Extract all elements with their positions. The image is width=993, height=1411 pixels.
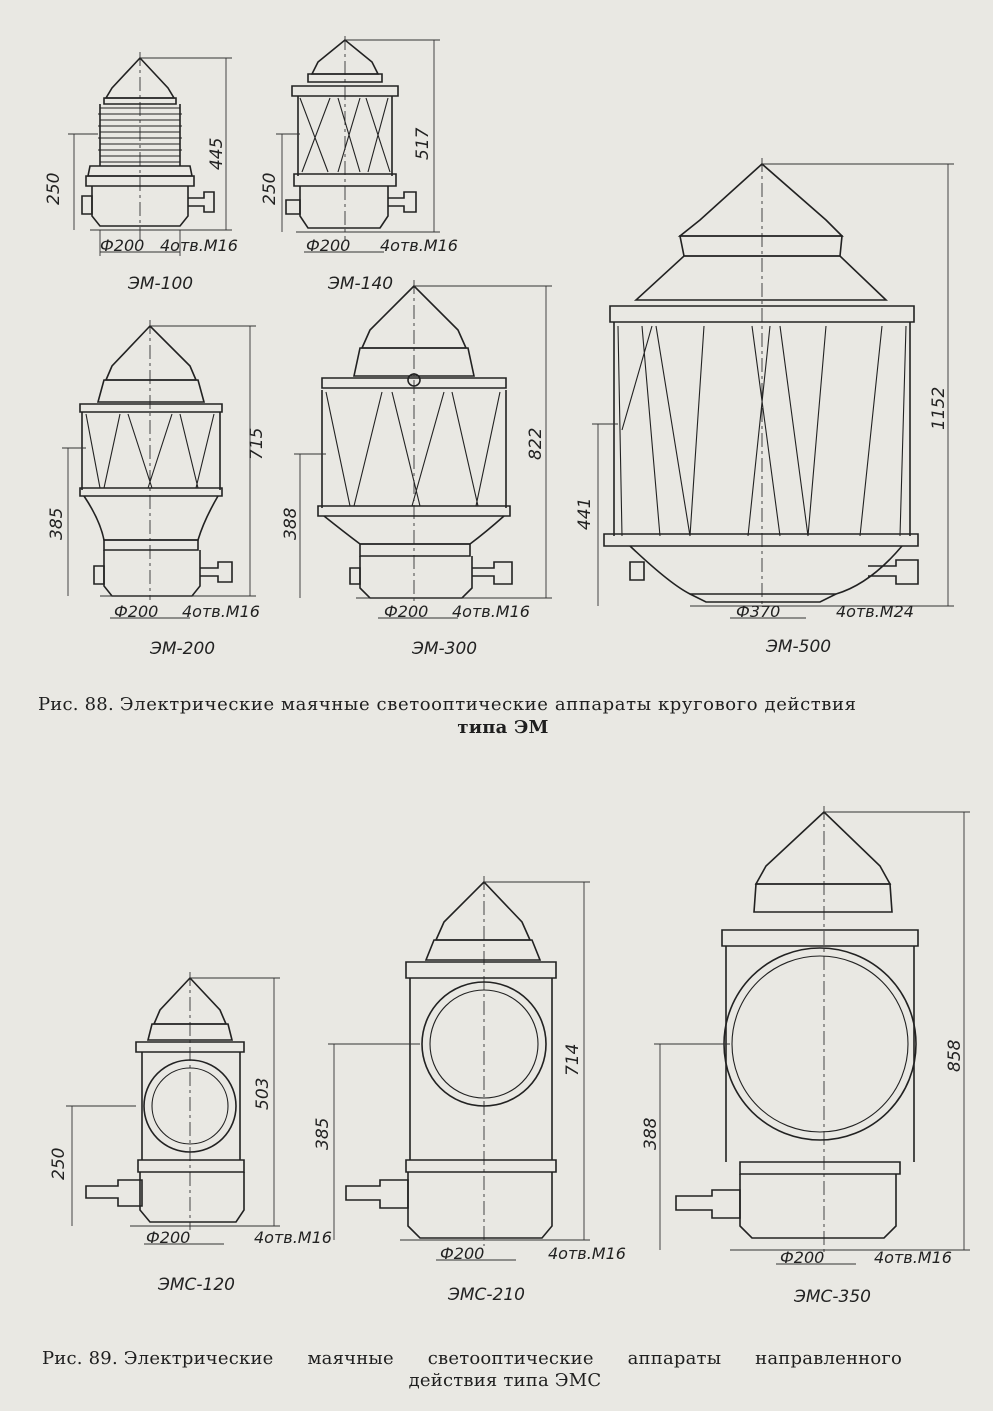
em500-height: 1152 (929, 387, 949, 430)
em140-holes: 4отв.М16 (380, 236, 458, 255)
ems210-base-height: 385 (313, 1118, 333, 1150)
em140-diameter: Ф200 (306, 236, 350, 255)
figure-88-caption: Рис. 88. Электрические маячные светоопти… (38, 694, 968, 738)
em500-diameter: Ф370 (736, 602, 780, 621)
ems210-holes: 4отв.М16 (548, 1244, 626, 1263)
em200-base-height: 385 (47, 508, 67, 540)
em100-height: 445 (207, 138, 227, 170)
fig89-line1: Электрические маячные светооптические ап… (123, 1348, 903, 1369)
ems120-base-height: 250 (49, 1148, 69, 1180)
fig88-line2: типа ЭМ (457, 717, 549, 738)
drawing-em-100: 250 445 Ф200 4отв.М16 ЭМ-100 (44, 52, 238, 294)
figure-89-caption: Рис. 89. Электрические маячные светоопти… (42, 1348, 968, 1391)
drawing-ems-120: 250 503 Ф200 4отв.М16 ЭМС-120 (49, 972, 332, 1295)
ems120-diameter: Ф200 (146, 1228, 190, 1247)
em100-holes: 4отв.М16 (160, 236, 238, 255)
em200-holes: 4отв.М16 (182, 602, 260, 621)
em140-base-height: 250 (260, 173, 280, 205)
em200-diameter: Ф200 (114, 602, 158, 621)
ems210-diameter: Ф200 (440, 1244, 484, 1263)
drawing-ems-210: 385 714 Ф200 4отв.М16 ЭМС-210 (313, 876, 626, 1305)
fig88-number: 88. (84, 694, 114, 715)
em300-holes: 4отв.М16 (452, 602, 530, 621)
ems120-holes: 4отв.М16 (254, 1228, 332, 1247)
drawing-ems-350: 388 858 Ф200 4отв.М16 ЭМС-350 (641, 806, 970, 1307)
em500-label: ЭМ-500 (765, 637, 831, 657)
fig88-line1: Электрические маячные светооптические ап… (119, 694, 857, 715)
ems350-diameter: Ф200 (780, 1248, 824, 1267)
em200-height: 715 (247, 428, 267, 460)
em100-base-height: 250 (44, 173, 64, 205)
drawing-em-300: 388 822 Ф200 4отв.М16 ЭМ-300 (281, 280, 552, 659)
em500-holes: 4отв.М24 (836, 602, 914, 621)
drawing-em-500: 441 1152 Ф370 4отв.М24 ЭМ-500 (575, 158, 954, 657)
fig89-number: 89. (88, 1348, 118, 1369)
ems350-base-height: 388 (641, 1117, 661, 1150)
fig89-prefix: Рис. (42, 1348, 83, 1369)
em140-height: 517 (413, 127, 433, 160)
em140-label: ЭМ-140 (327, 274, 393, 294)
em300-height: 822 (526, 428, 546, 460)
fig89-line2: действия типа ЭМС (408, 1370, 602, 1391)
ems210-height: 714 (563, 1044, 583, 1076)
ems350-height: 858 (945, 1039, 965, 1072)
ems350-holes: 4отв.М16 (874, 1248, 952, 1267)
em100-label: ЭМ-100 (127, 274, 193, 294)
em200-label: ЭМ-200 (149, 639, 215, 659)
ems350-label: ЭМС-350 (793, 1287, 871, 1307)
ems210-label: ЭМС-210 (447, 1285, 525, 1305)
drawing-em-140: 250 517 Ф200 4отв.М16 ЭМ-140 (260, 36, 458, 294)
fig88-prefix: Рис. (38, 694, 79, 715)
em300-base-height: 388 (281, 507, 301, 540)
ems120-label: ЭМС-120 (157, 1275, 235, 1295)
em100-diameter: Ф200 (100, 236, 144, 255)
drawing-em-200: 385 715 Ф200 4отв.М16 ЭМ-200 (47, 320, 267, 659)
em300-label: ЭМ-300 (411, 639, 477, 659)
em300-diameter: Ф200 (384, 602, 428, 621)
em500-base-height: 441 (575, 498, 595, 530)
ems120-height: 503 (253, 1078, 273, 1110)
